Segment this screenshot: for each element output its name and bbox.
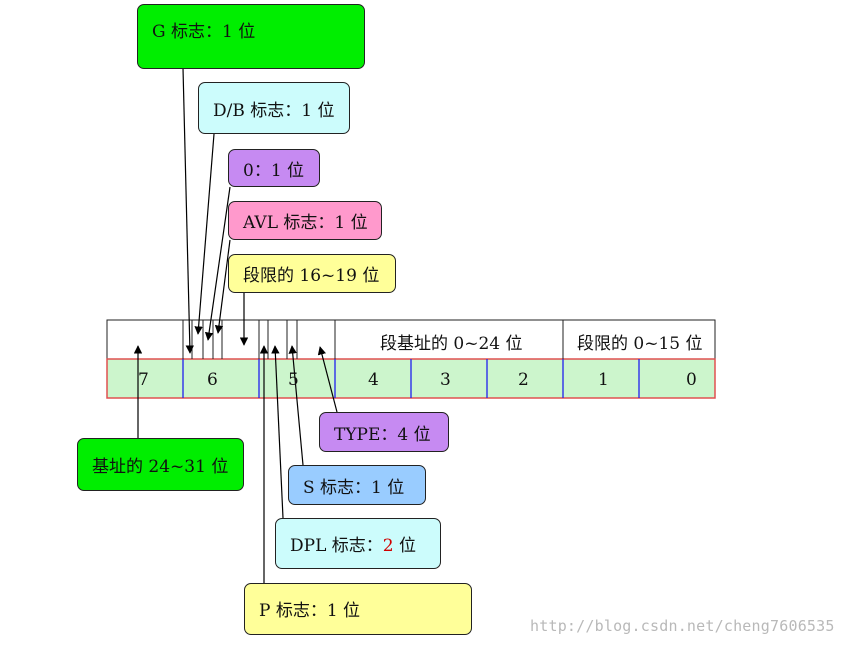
type-field-box: TYPE：4 位 (319, 412, 449, 452)
db-flag-box: D/B 标志：1 位 (198, 82, 350, 134)
byte-index-3: 3 (440, 370, 451, 390)
g-flag-box: G 标志：1 位 (137, 4, 365, 69)
dpl-prefix: DPL 标志： (290, 536, 383, 556)
dpl-flag-arrow (271, 345, 284, 519)
dpl-flag-box: DPL 标志：2 位 (275, 518, 441, 569)
avl-flag-arrow (214, 239, 231, 334)
zero-bit-label: 0：1 位 (243, 160, 305, 181)
byte-index-7: 7 (138, 370, 149, 390)
p-flag-box: P 标志：1 位 (244, 583, 472, 635)
watermark: http://blog.csdn.net/cheng7606535 (530, 617, 835, 635)
dpl-suffix: 位 (393, 536, 416, 556)
base-24-31-label: 基址的 24~31 位 (92, 457, 229, 477)
base-24-31-box: 基址的 24~31 位 (77, 438, 244, 491)
zero-bit-arrow (204, 186, 231, 341)
limit-16-19-label: 段限的 16~19 位 (243, 266, 380, 286)
avl-flag-label: AVL 标志：1 位 (243, 213, 368, 233)
byte-index-5: 5 (288, 370, 299, 390)
s-flag-arrow (288, 345, 304, 466)
avl-flag-box: AVL 标志：1 位 (228, 201, 382, 240)
byte-index-6: 6 (207, 370, 218, 390)
dpl-value: 2 (382, 536, 394, 556)
byte-index-4: 4 (368, 370, 379, 390)
zero-bit-box: 0：1 位 (228, 149, 320, 187)
byte-index-1: 1 (598, 370, 609, 390)
db-flag-label: D/B 标志：1 位 (213, 100, 335, 121)
dpl-flag-label: DPL 标志：2 位 (290, 531, 416, 556)
g-flag-label: G 标志：1 位 (152, 22, 256, 42)
s-flag-label: S 标志：1 位 (303, 477, 405, 498)
p-flag-label: P 标志：1 位 (259, 601, 361, 621)
type-field-label: TYPE：4 位 (334, 424, 431, 445)
byte-index-0: 0 (686, 370, 697, 390)
limit-16-19-box: 段限的 16~19 位 (228, 254, 396, 293)
limit-0-15-label: 段限的 0~15 位 (577, 334, 703, 354)
g-flag-arrow (182, 67, 195, 354)
type-field-arrow (317, 346, 338, 413)
db-flag-arrow (194, 133, 215, 335)
byte-index-2: 2 (518, 370, 529, 390)
s-flag-box: S 标志：1 位 (288, 465, 426, 505)
base-0-24-label: 段基址的 0~24 位 (380, 334, 523, 354)
